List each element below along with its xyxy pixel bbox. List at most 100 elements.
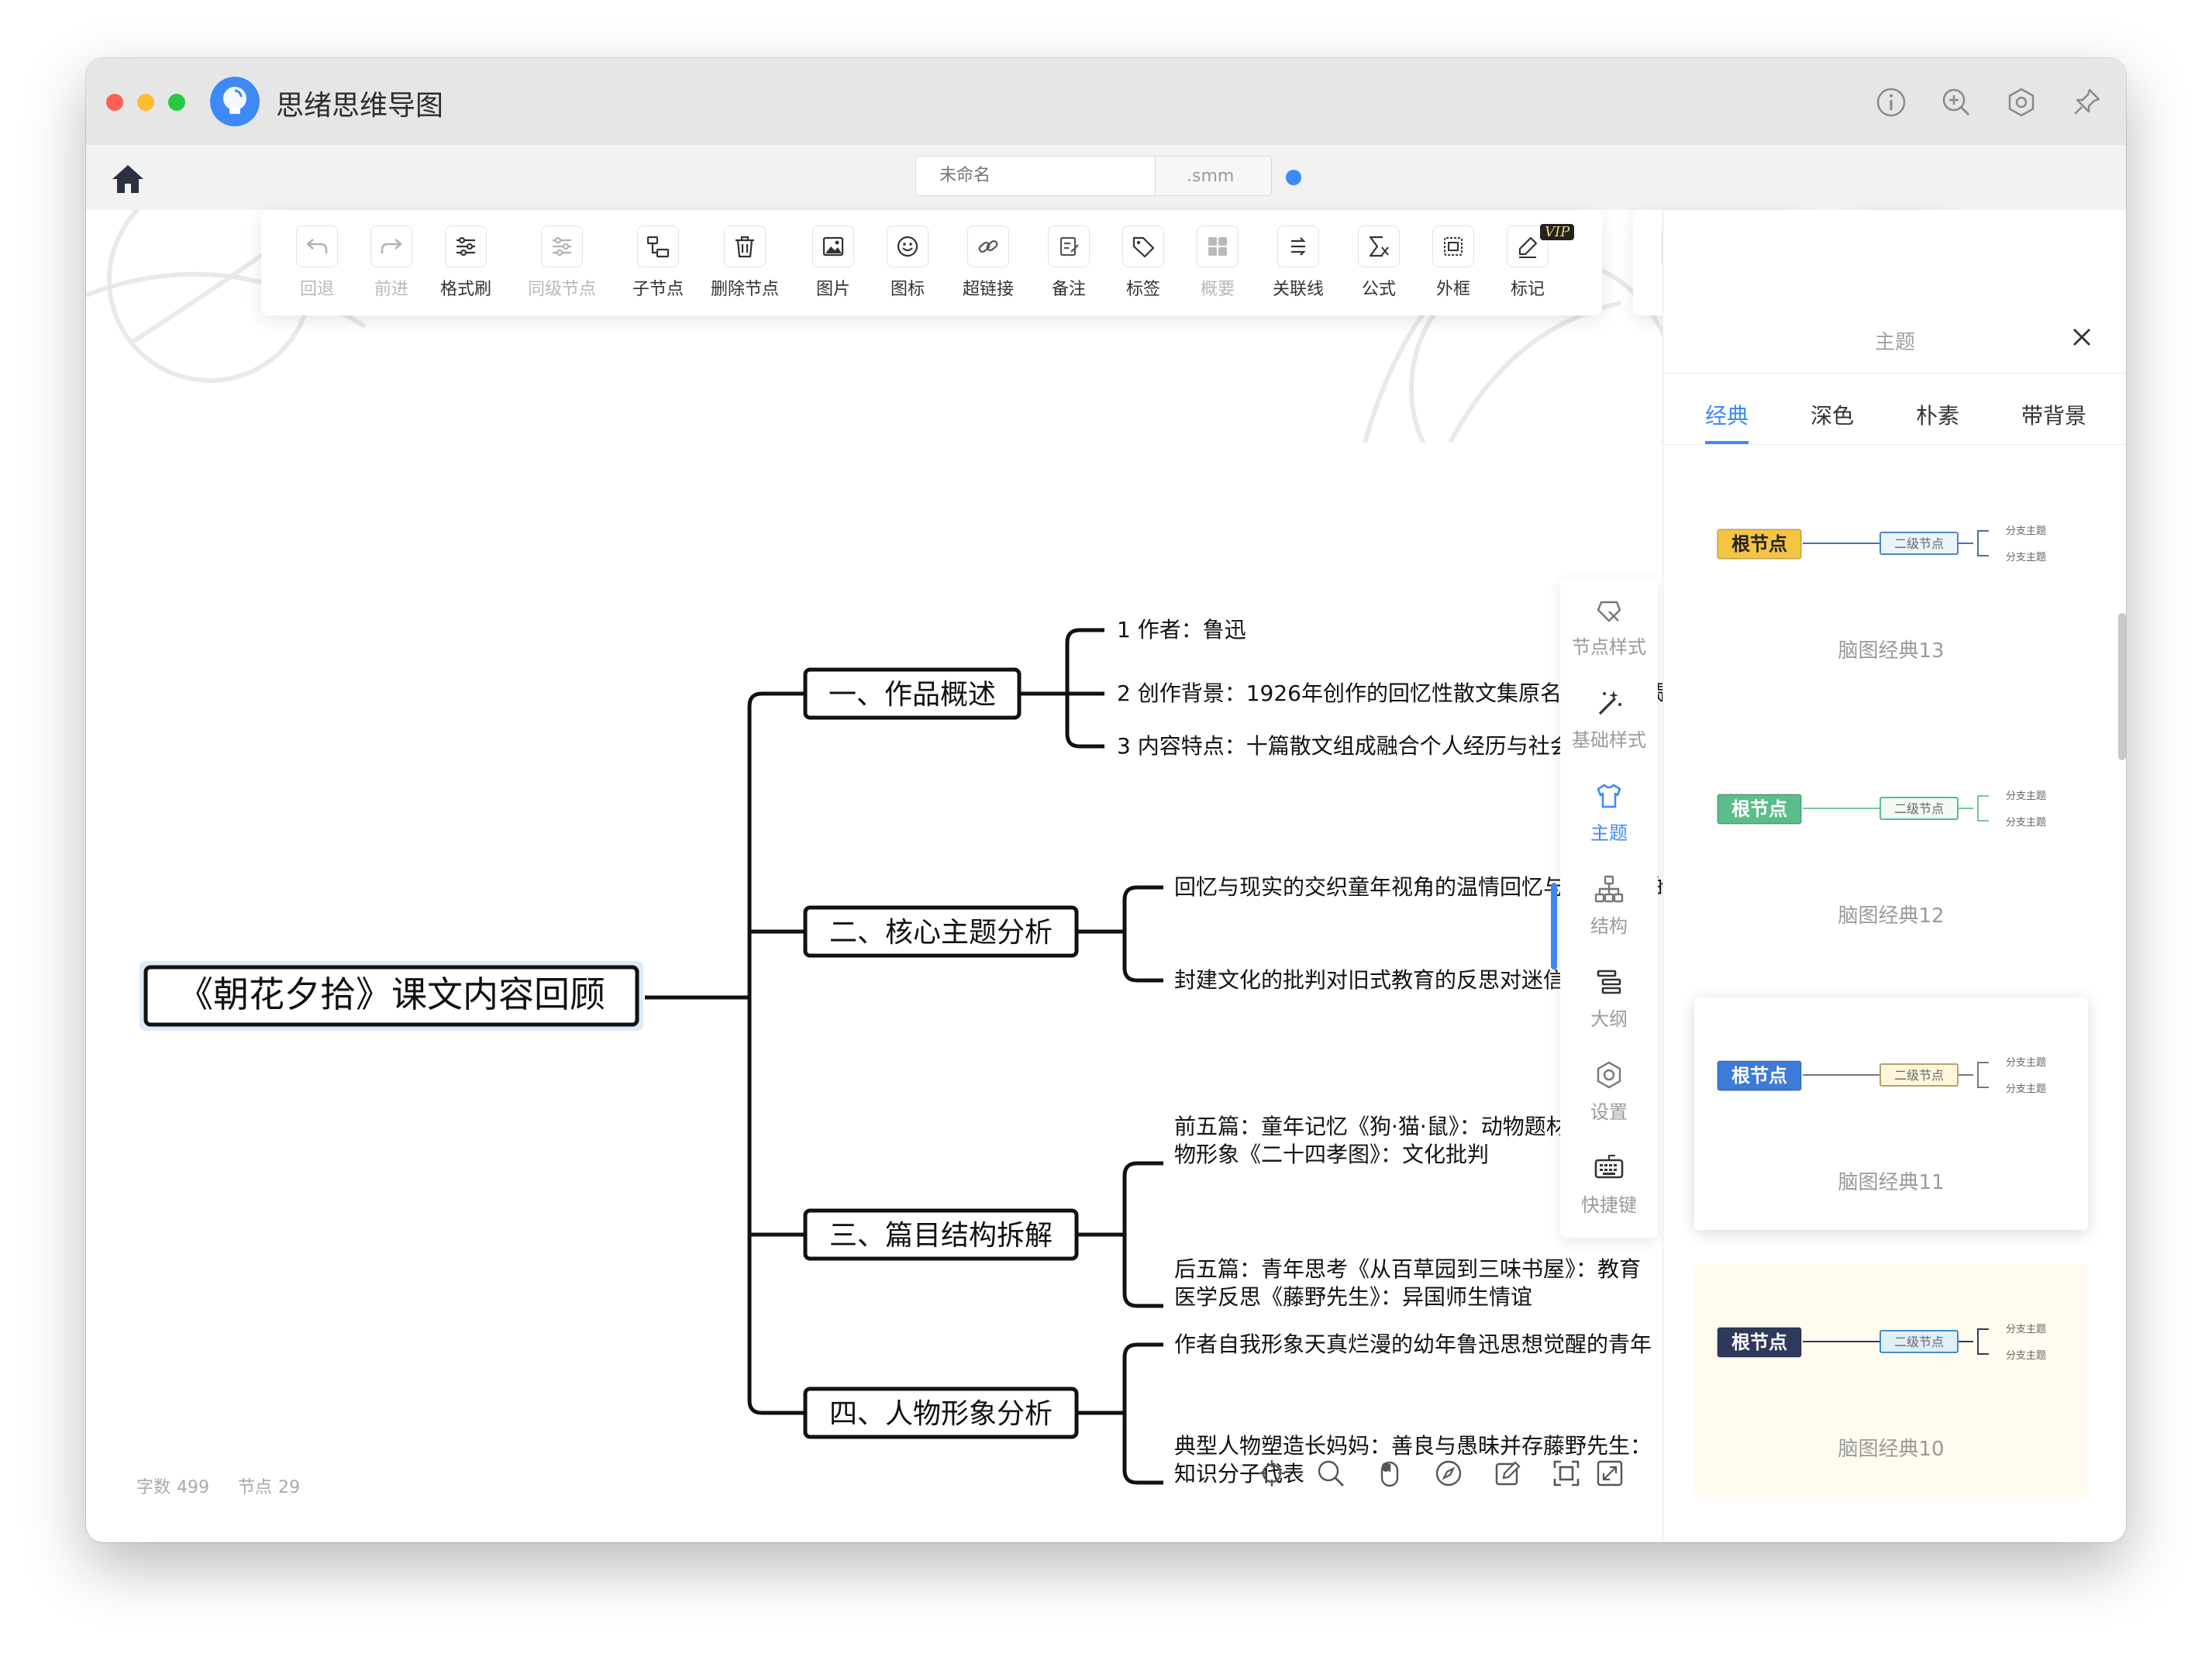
preview-root-label: 根节点 bbox=[1731, 1331, 1787, 1353]
side-nav-theme[interactable]: 主题 bbox=[1560, 780, 1658, 845]
format-painter-icon bbox=[457, 236, 475, 257]
icon-button[interactable]: 图标 bbox=[870, 226, 945, 300]
side-nav-outline[interactable]: 大纲 bbox=[1560, 966, 1658, 1031]
theme-preview: 根节点二级节点分支主题分支主题 bbox=[1717, 791, 2046, 828]
title-bar: 思绪思维导图 bbox=[86, 58, 2126, 146]
preview-second-label: 二级节点 bbox=[1894, 801, 1944, 816]
close-icon[interactable] bbox=[2066, 322, 2097, 353]
formula-button[interactable]: 公式 bbox=[1342, 226, 1416, 300]
preview-branch-label: 分支主题 bbox=[2006, 1083, 2046, 1095]
node-count: 29 bbox=[278, 1478, 301, 1497]
note-button[interactable]: 备注 bbox=[1032, 226, 1106, 300]
preview-second-label: 二级节点 bbox=[1894, 536, 1944, 551]
settings-icon[interactable] bbox=[2005, 86, 2038, 119]
side-nav-settings[interactable]: 设置 bbox=[1560, 1059, 1658, 1124]
link-icon bbox=[978, 239, 998, 253]
side-nav-shortcuts[interactable]: 快捷键 bbox=[1560, 1152, 1658, 1217]
branch-node[interactable]: 二、核心主题分析 bbox=[803, 905, 1079, 958]
branch-node[interactable]: 三、篇目结构拆解 bbox=[803, 1208, 1079, 1261]
scrollbar[interactable] bbox=[2118, 613, 2126, 760]
zoom-in-icon[interactable] bbox=[1940, 86, 1973, 119]
close-window-button[interactable] bbox=[106, 94, 123, 111]
undo-button[interactable]: 回退 bbox=[280, 226, 354, 300]
file-name-input[interactable] bbox=[915, 156, 1156, 196]
preview-branch-label: 分支主题 bbox=[2006, 1324, 2046, 1335]
redo-icon bbox=[381, 239, 402, 253]
word-count: 499 bbox=[177, 1478, 210, 1497]
outer-frame-button[interactable]: 外框 bbox=[1416, 226, 1490, 300]
side-nav: 节点样式 基础样式 主题 结构 大纲 设置 bbox=[1560, 579, 1658, 1238]
preview-branch-label: 分支主题 bbox=[2006, 552, 2046, 563]
app-logo-icon bbox=[210, 77, 260, 126]
tab-with-background[interactable]: 带背景 bbox=[2021, 403, 2087, 429]
side-nav-active-indicator bbox=[1551, 883, 1557, 970]
summary-button[interactable]: 概要 bbox=[1180, 226, 1255, 300]
side-nav-base-style[interactable]: 基础样式 bbox=[1560, 687, 1658, 752]
sibling-node-button[interactable]: 同级节点 bbox=[525, 226, 599, 300]
node-count-label: 节点 bbox=[238, 1478, 273, 1497]
info-icon[interactable] bbox=[1875, 86, 1907, 119]
expand-icon[interactable] bbox=[1594, 1458, 1625, 1489]
preview-branch-label: 分支主题 bbox=[2006, 1057, 2046, 1069]
zoom-window-button[interactable] bbox=[168, 94, 185, 111]
mouse-icon[interactable] bbox=[1374, 1458, 1405, 1489]
redo-button[interactable]: 前进 bbox=[354, 226, 429, 300]
node-style-icon bbox=[1597, 601, 1621, 622]
side-nav-node-style[interactable]: 节点样式 bbox=[1560, 594, 1658, 659]
tab-simple[interactable]: 朴素 bbox=[1916, 403, 1960, 429]
pin-icon[interactable] bbox=[2070, 86, 2103, 119]
divider bbox=[1663, 373, 2126, 374]
preview-second-label: 二级节点 bbox=[1894, 1068, 1944, 1083]
magic-wand-icon bbox=[1598, 691, 1621, 715]
association-line-icon bbox=[1291, 237, 1306, 256]
preview-root-label: 根节点 bbox=[1731, 533, 1787, 555]
leaf-node-text[interactable]: 1 作者：鲁迅 bbox=[1117, 617, 1246, 642]
branch-node[interactable]: 四、人物形象分析 bbox=[803, 1387, 1079, 1439]
preview-second-label: 二级节点 bbox=[1894, 1335, 1944, 1349]
leaf-node-text[interactable]: 作者自我形象天真烂漫的幼年鲁迅思想觉醒的青年 bbox=[1174, 1331, 1652, 1357]
mindmap-canvas[interactable]: 《朝花夕拾》课文内容回顾 一、作品概述 二、核心主题分析 三、篇目结构拆解 四、… bbox=[86, 210, 2126, 1542]
search-icon[interactable] bbox=[1315, 1458, 1346, 1489]
image-button[interactable]: 图片 bbox=[796, 226, 870, 300]
edit-icon[interactable] bbox=[1492, 1458, 1523, 1489]
theme-card-name: 脑图经典11 bbox=[1838, 1171, 1945, 1194]
theme-card[interactable]: 根节点二级节点分支主题分支主题脑图经典11 bbox=[1694, 997, 2088, 1230]
format-painter-button[interactable]: 格式刷 bbox=[429, 226, 503, 300]
branch-node-text: 三、篇目结构拆解 bbox=[829, 1220, 1053, 1252]
hyperlink-button[interactable]: 超链接 bbox=[951, 226, 1025, 300]
summary-icon bbox=[1208, 237, 1227, 256]
mark-button[interactable]: 标记 VIP bbox=[1490, 224, 1575, 300]
preview-branch-label: 分支主题 bbox=[2006, 817, 2046, 828]
tab-dark[interactable]: 深色 bbox=[1811, 403, 1855, 429]
theme-card[interactable]: 根节点二级节点分支主题分支主题脑图经典13 bbox=[1694, 466, 2088, 698]
leaf-node-text[interactable]: 后五篇：青年思考《从百草园到三味书屋》：教育医学反思《藤野先生》：异国师生情谊 bbox=[1174, 1256, 1641, 1310]
association-line-button[interactable]: 关联线 bbox=[1261, 226, 1335, 300]
compass-icon[interactable] bbox=[1433, 1458, 1464, 1489]
unsaved-indicator bbox=[1286, 170, 1301, 185]
tab-classic[interactable]: 经典 bbox=[1705, 403, 1749, 429]
divider bbox=[1663, 444, 2126, 445]
theme-preview: 根节点二级节点分支主题分支主题 bbox=[1717, 1057, 2046, 1095]
preview-branch-label: 分支主题 bbox=[2006, 791, 2046, 802]
theme-card-name: 脑图经典13 bbox=[1838, 639, 1945, 663]
child-node-icon bbox=[646, 236, 670, 258]
leaf-node-text[interactable]: 典型人物塑造长妈妈：善良与愚昧并存藤野先生：知识分子代表 bbox=[1174, 1433, 1652, 1486]
theme-card[interactable]: 根节点二级节点分支主题分支主题脑图经典10 bbox=[1694, 1264, 2088, 1497]
branch-node[interactable]: 一、作品概述 bbox=[803, 667, 1022, 720]
child-node-button[interactable]: 子节点 bbox=[621, 226, 695, 300]
root-node[interactable]: 《朝花夕拾》课文内容回顾 bbox=[140, 961, 643, 1031]
shirt-icon bbox=[1597, 784, 1621, 808]
minimize-window-button[interactable] bbox=[137, 94, 154, 111]
locate-icon[interactable] bbox=[1256, 1458, 1287, 1489]
fullscreen-icon[interactable] bbox=[1551, 1458, 1582, 1489]
delete-node-button[interactable]: 删除节点 bbox=[708, 226, 782, 300]
theme-panel-title: 主题 bbox=[1874, 331, 1915, 354]
side-nav-structure[interactable]: 结构 bbox=[1560, 873, 1658, 938]
tag-button[interactable]: 标签 bbox=[1106, 226, 1180, 300]
undo-icon bbox=[306, 239, 328, 253]
leaf-node-text[interactable]: 3 内容特点：十篇散文组成融合个人经历与社会批判 bbox=[1117, 733, 1615, 759]
theme-card[interactable]: 根节点二级节点分支主题分支主题脑图经典12 bbox=[1694, 731, 2088, 963]
home-icon[interactable] bbox=[109, 162, 146, 195]
